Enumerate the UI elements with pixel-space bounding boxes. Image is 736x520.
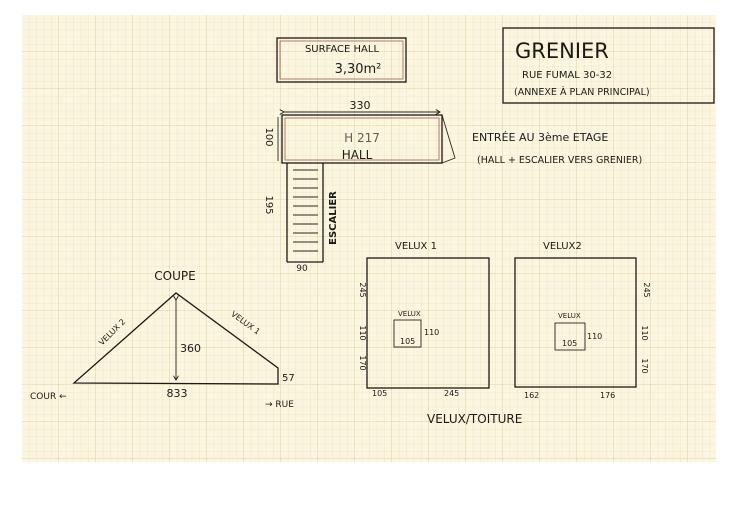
section-base: 833: [167, 387, 188, 400]
entrance-subnote: (HALL + ESCALIER VERS GRENIER): [477, 155, 642, 166]
section-title: COUPE: [154, 269, 195, 283]
velux2-right: 176: [600, 391, 615, 400]
entrance-note: ENTRÉE AU 3ème ETAGE: [472, 131, 608, 144]
hall-width: 330: [350, 99, 371, 112]
velux2-top: 245: [642, 282, 651, 297]
velux2-bottom: 170: [640, 358, 649, 373]
title: GRENIER: [515, 39, 609, 63]
stairs-label: ESCALIER: [328, 191, 339, 245]
velux1-bottom: 170: [358, 355, 367, 370]
hall-plan: 330 100 H 217 HALL: [263, 99, 456, 164]
cour-label: COUR ←: [30, 392, 67, 402]
velux2-mid: 110: [640, 325, 649, 340]
title-box: GRENIER RUE FUMAL 30-32 (ANNEXE À PLAN P…: [502, 27, 715, 104]
velux2-win-h: 110: [587, 332, 602, 341]
velux1-left: 105: [372, 389, 387, 398]
door-swing: [441, 114, 456, 164]
velux2-win-w: 105: [562, 339, 577, 348]
velux1-title: VELUX 1: [395, 241, 437, 252]
hall-depth: 100: [263, 127, 274, 146]
velux1-right: 245: [444, 389, 459, 398]
stairs-width: 90: [296, 264, 308, 274]
velux1-mid: 110: [358, 325, 367, 340]
velux-1-plan: VELUX 1 VELUX 105 110 245 110 170 105 24…: [358, 241, 490, 398]
velux1-window-label: VELUX: [398, 310, 421, 318]
address: RUE FUMAL 30-32: [522, 70, 612, 81]
section-wall: 57: [282, 373, 295, 384]
surface-label: SURFACE HALL: [305, 44, 380, 55]
velux1-win-w: 105: [400, 337, 415, 346]
stairs-length: 195: [263, 195, 274, 214]
surface-box: SURFACE HALL 3,30m²: [276, 37, 407, 83]
velux2-title: VELUX2: [543, 241, 582, 252]
surface-value: 3,30m²: [335, 62, 382, 77]
note: (ANNEXE À PLAN PRINCIPAL): [514, 86, 650, 98]
velux1-top: 245: [358, 282, 367, 297]
section-height: 360: [180, 342, 201, 355]
stairs-plan: 195 ESCALIER 90: [263, 163, 339, 274]
hall-label: HALL: [342, 148, 373, 162]
velux-2-plan: VELUX2 VELUX 105 110 245 110 170 162 176: [514, 241, 651, 400]
rue-label: → RUE: [265, 400, 294, 410]
velux2-window-label: VELUX: [558, 312, 581, 320]
velux1-win-h: 110: [424, 328, 439, 337]
footer-label: VELUX/TOITURE: [427, 412, 522, 426]
velux2-left: 162: [524, 391, 539, 400]
hall-height: H 217: [344, 131, 380, 145]
